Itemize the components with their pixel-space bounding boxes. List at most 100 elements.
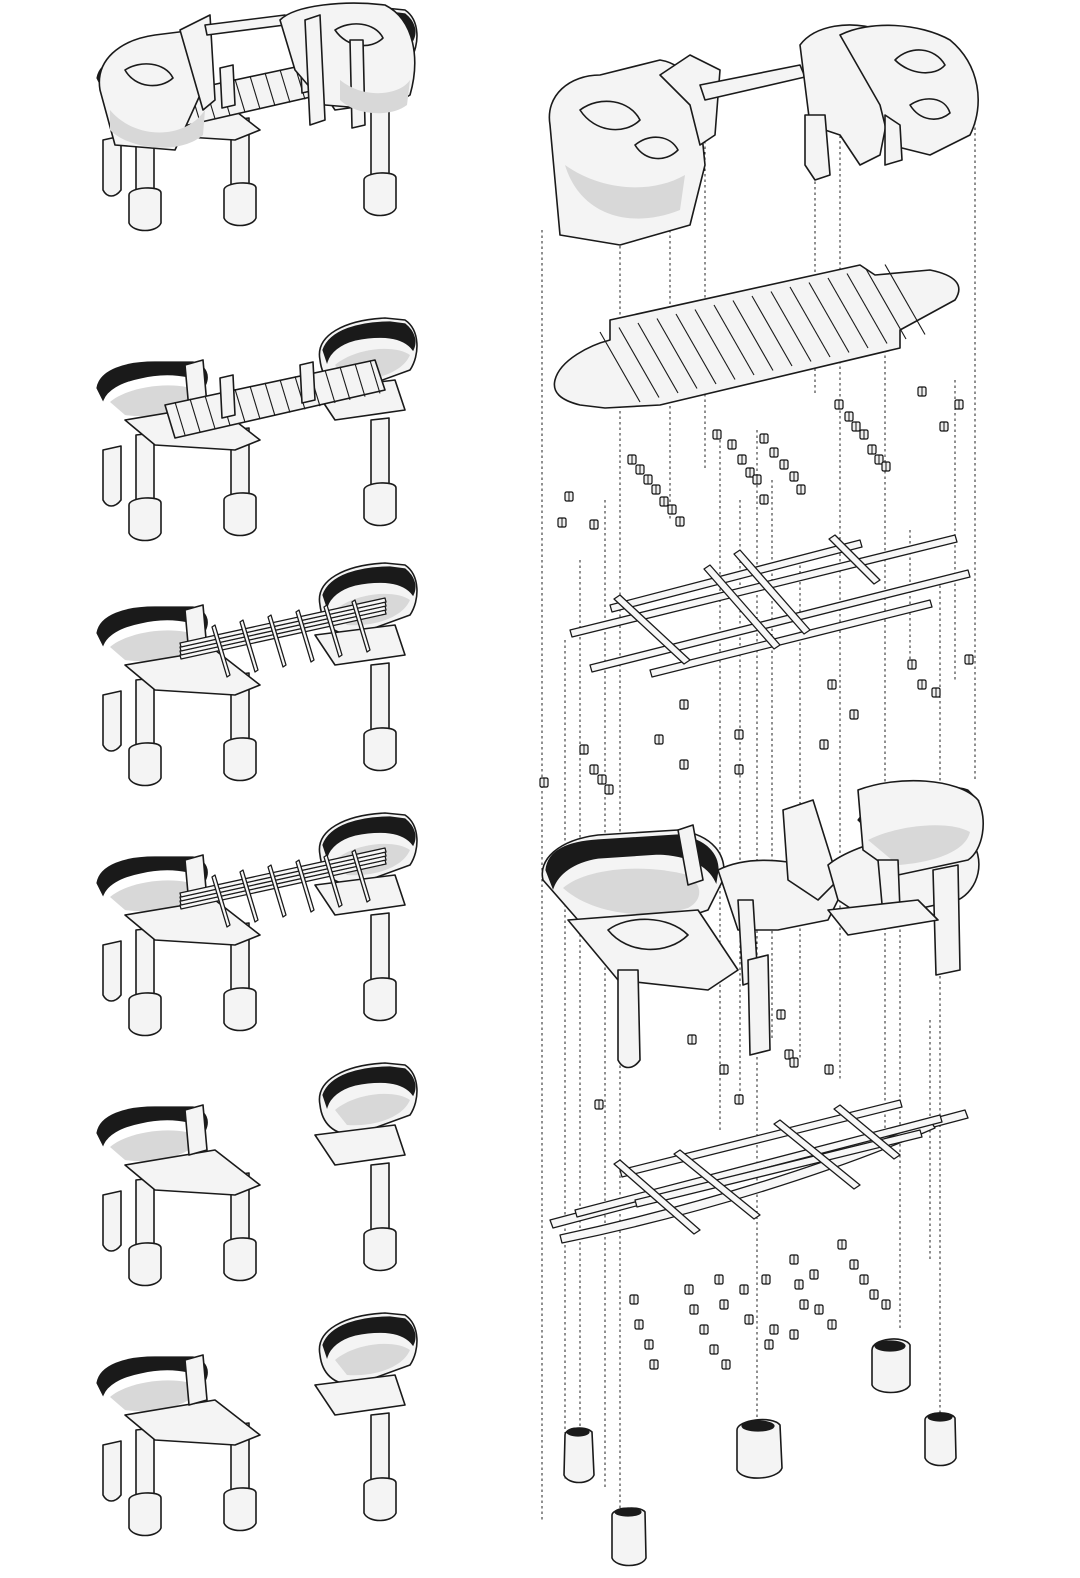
canopy-shell — [548, 24, 979, 246]
connector-block — [719, 1299, 729, 1310]
deck-plank — [656, 318, 698, 389]
footing-3 — [736, 1418, 783, 1479]
deck-plank — [354, 363, 366, 397]
frame-shells — [96, 1062, 418, 1196]
column-1 — [128, 1427, 162, 1537]
connector-block — [917, 679, 927, 690]
deck-plank — [694, 309, 736, 380]
connector-block — [651, 484, 661, 495]
deck-plank — [808, 282, 850, 353]
primary-frame — [541, 779, 984, 1069]
connector-block — [931, 687, 941, 698]
connector-block — [779, 459, 789, 470]
footing-5 — [924, 1412, 957, 1467]
connector-block — [907, 659, 917, 670]
footing-2 — [611, 1507, 647, 1567]
connector-block — [734, 729, 744, 740]
deck-plank — [846, 273, 888, 344]
deck — [164, 359, 386, 439]
assembly-stage-5 — [96, 1062, 418, 1287]
connector-block — [752, 474, 762, 485]
deck-plank — [339, 366, 351, 400]
extra-column — [102, 940, 122, 1002]
connector-block — [837, 1239, 847, 1250]
deck-plank — [249, 385, 261, 420]
deck-plank — [264, 72, 276, 106]
connector-block — [827, 679, 837, 690]
connector-block — [784, 1049, 794, 1060]
footing-1 — [563, 1427, 595, 1484]
deck-plank — [279, 379, 291, 413]
connector-block — [859, 429, 869, 440]
connector-block — [744, 1314, 754, 1325]
extra-column — [102, 135, 122, 197]
connector-block — [644, 1339, 654, 1350]
connector-block — [759, 433, 769, 444]
deck-plank — [294, 376, 306, 410]
frame-connectors — [594, 1009, 834, 1110]
deck-plank — [732, 300, 774, 371]
deck-plank — [827, 277, 869, 349]
column-3 — [363, 417, 397, 527]
connector-block — [734, 1094, 744, 1105]
connector-block — [564, 491, 574, 502]
connector-block — [851, 421, 861, 432]
connector-block — [634, 1319, 644, 1330]
deck-plank — [234, 389, 246, 423]
connector-block — [687, 1034, 697, 1045]
connector-block — [712, 429, 722, 440]
column-2 — [223, 672, 257, 782]
extra-column — [102, 690, 122, 752]
exploded-view-column — [539, 24, 984, 1567]
deck-plank — [369, 360, 381, 394]
connector-block — [594, 1099, 604, 1110]
assembly-stage-6 — [96, 1312, 418, 1537]
connector-block — [794, 1279, 804, 1290]
connector-block — [917, 386, 927, 397]
lower-beam-grid — [549, 1099, 969, 1244]
connector-block — [721, 1359, 731, 1370]
connector-block — [799, 1299, 809, 1310]
connector-block — [796, 484, 806, 495]
connector-block — [727, 439, 737, 450]
deck-plank — [751, 295, 793, 367]
frame-shells — [96, 1312, 418, 1446]
deck-plank — [189, 398, 201, 432]
connector-block — [761, 1274, 771, 1285]
connector-block — [675, 516, 685, 527]
connector-block — [579, 744, 589, 755]
connector-block — [769, 447, 779, 458]
connector-block — [679, 699, 689, 710]
connector-block — [689, 1304, 699, 1315]
connector-block — [589, 764, 599, 775]
deck-plank — [770, 291, 812, 362]
footings — [563, 1338, 957, 1567]
connector-block — [859, 1274, 869, 1285]
connector-block — [604, 784, 614, 795]
connector-block — [819, 739, 829, 750]
column-3 — [363, 1412, 397, 1522]
connector-block — [939, 421, 949, 432]
deck-plank — [234, 79, 246, 113]
connector-block — [759, 494, 769, 505]
upper-beam-grid — [569, 534, 971, 678]
assembly-stage-2 — [96, 317, 418, 542]
connector-block — [739, 1284, 749, 1295]
connector-block — [654, 734, 664, 745]
column-3 — [363, 107, 397, 217]
connector-block — [597, 774, 607, 785]
column-3 — [363, 1162, 397, 1272]
connector-block — [881, 1299, 891, 1310]
connector-block — [699, 1324, 709, 1335]
connector-block — [881, 461, 891, 472]
beam-grid — [179, 597, 387, 678]
deck-connectors — [557, 386, 964, 530]
deck-plank — [789, 286, 831, 358]
extra-column — [102, 1190, 122, 1252]
deck-plank — [324, 369, 336, 404]
connector-block — [874, 454, 884, 465]
connector-block — [734, 764, 744, 775]
connector-block — [557, 517, 567, 528]
connector-block — [824, 1064, 834, 1075]
